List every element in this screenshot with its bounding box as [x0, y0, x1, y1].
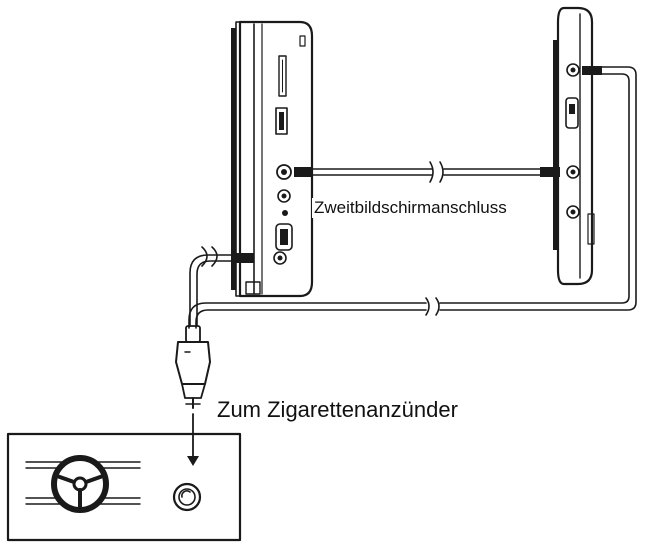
car-dashboard-box — [6, 432, 242, 542]
cigarette-lighter-label: Zum Zigarettenanzünder — [217, 397, 458, 422]
second-screen-connection-label: Zweitbildschirmanschluss — [312, 198, 509, 218]
second-screen-device — [553, 6, 595, 286]
arrow-down-icon — [187, 413, 199, 466]
main-dvd-player — [231, 20, 314, 298]
av-cable — [294, 161, 560, 183]
power-cable-main-player — [189, 246, 254, 327]
car-adapter-plug — [175, 325, 211, 409]
power-cable-second-screen — [188, 66, 637, 329]
steering-wheel-icon — [51, 455, 109, 513]
cigarette-lighter-socket-icon — [172, 482, 202, 512]
